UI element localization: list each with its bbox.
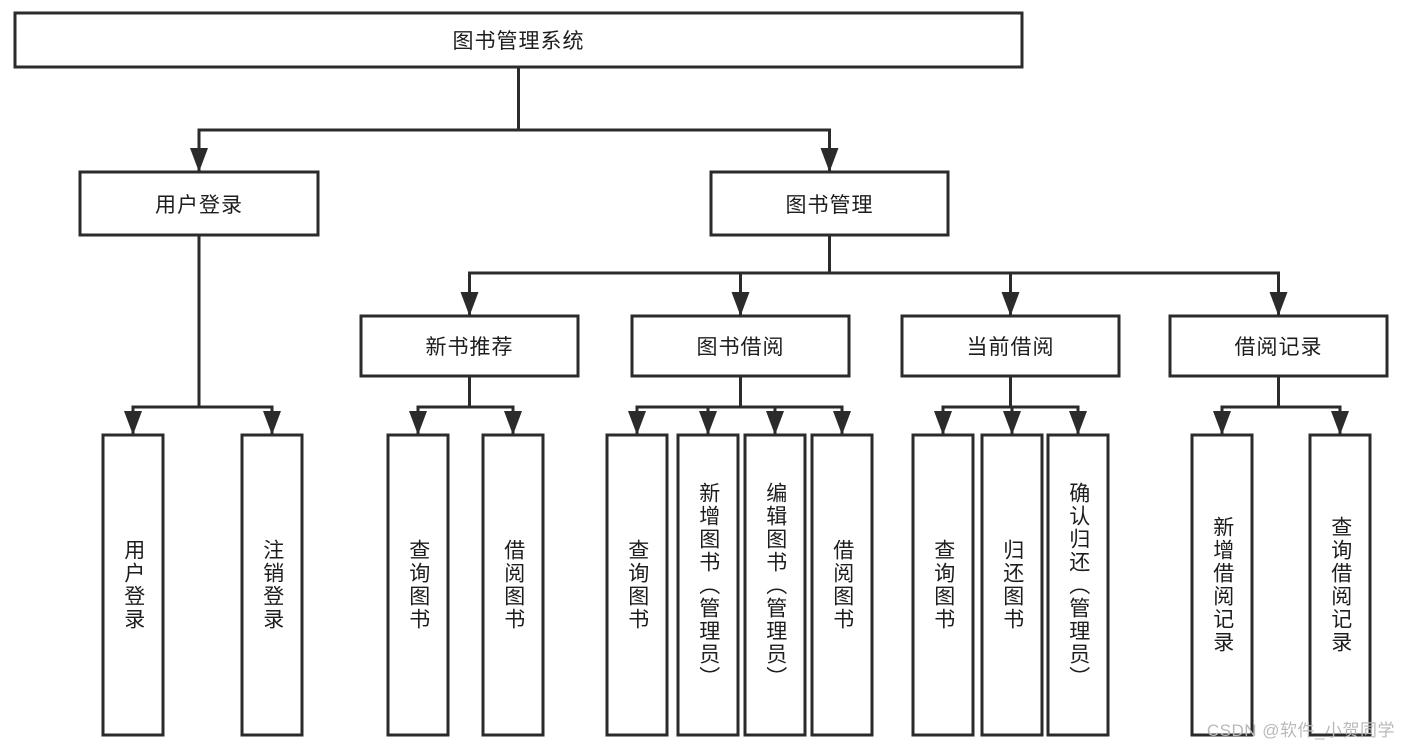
arrow-head-icon	[190, 148, 208, 172]
arrow-head-icon	[1003, 411, 1021, 435]
node-box-root	[13, 11, 1024, 69]
arrow-head-icon	[1001, 292, 1020, 316]
arrow-head-icon	[934, 411, 952, 435]
node-box-leaf-user-login	[101, 433, 165, 737]
arrow-head-icon	[1331, 411, 1349, 435]
node-box-leaf-confirm	[1046, 433, 1110, 737]
arrow-head-icon	[504, 411, 522, 435]
arrow-head-icon	[820, 148, 839, 172]
node-box-user-login	[78, 170, 320, 237]
node-box-new-book-rec	[359, 314, 580, 378]
arrow-head-icon	[833, 411, 851, 435]
node-box-leaf-add-rec	[1190, 433, 1254, 737]
arrow-head-icon	[409, 411, 427, 435]
node-box-leaf-borrow-2	[810, 433, 874, 737]
node-box-borrow-record	[1168, 314, 1389, 378]
node-box-leaf-logout	[240, 433, 304, 737]
arrow-head-icon	[124, 411, 142, 435]
arrow-head-icon	[1269, 292, 1288, 316]
edges-layer	[124, 65, 1349, 437]
node-box-leaf-edit-book	[743, 433, 807, 737]
node-box-book-borrow	[630, 314, 851, 378]
node-box-leaf-query-3	[911, 433, 975, 737]
boxes-layer	[13, 11, 1389, 737]
node-box-leaf-borrow-1	[481, 433, 545, 737]
arrow-head-icon	[263, 411, 281, 435]
node-box-book-manage	[709, 170, 950, 237]
arrow-head-icon	[1213, 411, 1231, 435]
arrow-head-icon	[731, 292, 750, 316]
node-box-leaf-query-2	[605, 433, 669, 737]
node-box-leaf-query-rec	[1308, 433, 1372, 737]
node-box-leaf-query-1	[386, 433, 450, 737]
node-box-leaf-return	[980, 433, 1044, 737]
arrow-head-icon	[699, 411, 717, 435]
node-box-leaf-add-book	[676, 433, 740, 737]
arrow-head-icon	[628, 411, 646, 435]
node-box-current-borrow	[900, 314, 1121, 378]
arrow-head-icon	[766, 411, 784, 435]
arrow-head-icon	[1069, 411, 1087, 435]
arrow-head-icon	[460, 292, 479, 316]
